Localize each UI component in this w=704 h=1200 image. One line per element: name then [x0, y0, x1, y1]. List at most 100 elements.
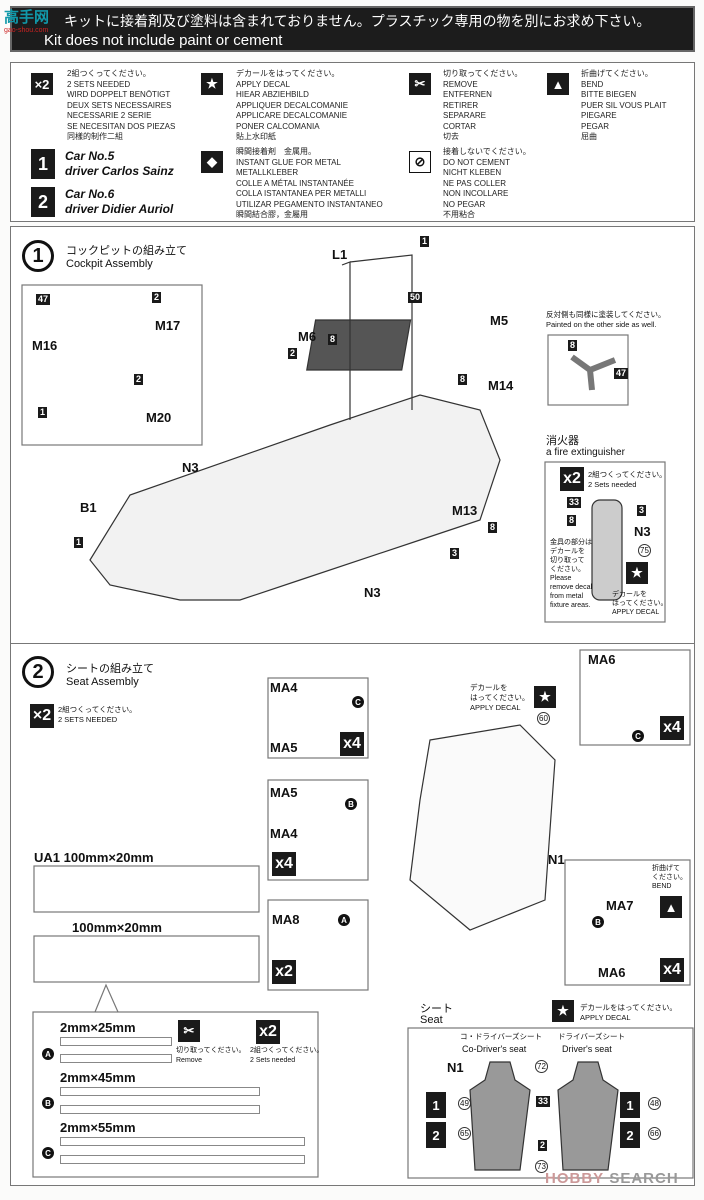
battery-box — [306, 319, 412, 371]
strip-size: 2mm×45mm — [60, 1070, 136, 1085]
part-label: N3 — [364, 585, 381, 600]
remove-note: 切り取ってください。 Remove — [176, 1047, 246, 1064]
step-2-title-jp: シートの組み立て — [66, 663, 154, 675]
part-number: 2 — [152, 292, 162, 303]
seat-decal-box — [407, 1027, 694, 1179]
ua1-label: UA1 100mm×20mm — [34, 850, 154, 865]
diamond-icon: ◆ — [201, 151, 223, 173]
part-label: N1 — [447, 1060, 464, 1075]
watermark-brand: HOBBY — [545, 1170, 605, 1187]
strip-box — [32, 1011, 319, 1178]
legend-nocement: 接着しないでください。 DO NOT CEMENT NICHT KLEBEN N… — [443, 147, 531, 219]
strip-b — [60, 1105, 260, 1114]
part-label: MA8 — [272, 912, 300, 927]
part-number: 2 — [288, 348, 298, 359]
part-number: 3 — [450, 548, 460, 559]
strip-size: 2mm×25mm — [60, 1020, 136, 1035]
belt-box-d — [579, 649, 691, 746]
step-2-x2-text: 2組つくってください。 2 SETS NEEDED — [58, 705, 137, 724]
legend-bend: 折曲げてください。 BEND BITTE BIEGEN PUER SIL VOU… — [581, 69, 667, 141]
step-2-title-en: Seat Assembly — [66, 676, 139, 688]
car-1-icon: 1 — [426, 1092, 446, 1118]
step-2-number: 2 — [22, 656, 54, 688]
car-2-icon: 2 — [620, 1122, 640, 1148]
car-2-icon: 2 — [31, 187, 55, 217]
car-1-icon: 1 — [620, 1092, 640, 1118]
no-cement-icon: ⊘ — [409, 151, 431, 173]
decal-number: 75 — [638, 544, 651, 557]
part-label: N3 — [634, 524, 651, 539]
extinguisher-drawing — [591, 499, 623, 601]
ua1-label-2: 100mm×20mm — [72, 920, 162, 935]
legend-car1: Car No.5 driver Carlos Sainz — [65, 149, 174, 178]
step-1-title-en: Cockpit Assembly — [66, 258, 153, 270]
watermark: HOBBY SEARCH — [545, 1170, 679, 1187]
part-label: MA5 — [270, 785, 298, 800]
logo-text: 高手网 — [4, 9, 50, 26]
watermark-rest: SEARCH — [604, 1170, 679, 1187]
bend-arrow-icon: ▲ — [547, 73, 569, 95]
decal-number: 73 — [535, 1160, 548, 1173]
step-1-number: 1 — [22, 240, 54, 272]
logo-sub: gao-shou.com — [4, 27, 49, 34]
decal-number: 49 — [458, 1097, 471, 1110]
extinguisher-note: 金具の部分は デカールを 切り取って ください。 Please remove d… — [550, 539, 593, 609]
part-number: 47 — [614, 368, 629, 379]
multiplier-badge: x4 — [272, 852, 296, 876]
decal-number: 65 — [458, 1127, 471, 1140]
legend-box: ×2 2組つくってください。 2 SETS NEEDED WIRD DOPPEL… — [10, 62, 695, 222]
instructions-main — [10, 226, 695, 1186]
strip-marker: B — [42, 1097, 54, 1109]
extinguisher-box — [544, 461, 666, 623]
roll-bar — [341, 254, 413, 420]
part-label: N3 — [182, 460, 199, 475]
chassis-drawing — [89, 394, 501, 601]
star-icon: ★ — [534, 686, 556, 708]
part-label: M14 — [488, 378, 514, 393]
decal-number: 66 — [648, 1127, 661, 1140]
co-driver-en: Co-Driver's seat — [462, 1044, 527, 1054]
part-label: M5 — [490, 313, 509, 328]
extinguisher-title-jp: 消火器 — [546, 435, 579, 447]
extinguisher-decal: デカールを はってください。 APPLY DECAL — [612, 591, 668, 616]
decal-number: 72 — [535, 1060, 548, 1073]
legend-glue: 瞬間接着剤 金属用。 INSTANT GLUE FOR METAL METALL… — [236, 147, 383, 219]
part-number: 8 — [328, 334, 338, 345]
extinguisher-x2-text: 2組つくってください。 2 Sets needed — [588, 470, 667, 489]
ua1-decal-2 — [33, 935, 260, 983]
co-driver-jp: コ・ドライバーズシート — [460, 1032, 542, 1041]
strip-size: 2mm×55mm — [60, 1120, 136, 1135]
multiplier-badge: x4 — [340, 732, 364, 756]
strip-b — [60, 1087, 260, 1096]
part-label: B1 — [80, 500, 97, 515]
part-label: N1 — [548, 852, 565, 867]
bend-arrow-icon: ▲ — [660, 896, 682, 918]
belt-box-b — [267, 779, 369, 881]
part-number: 33 — [536, 1096, 551, 1107]
strip-a — [60, 1054, 172, 1063]
star-icon: ★ — [201, 73, 223, 95]
ua1-decal-1 — [33, 865, 260, 913]
part-label: MA4 — [270, 680, 298, 695]
header-banner: キットに接着剤及び塗料は含まれておりません。プラスチック専用の物を別にお求め下さ… — [10, 6, 695, 52]
x2-icon: x2 — [256, 1020, 280, 1044]
part-number: 1 — [420, 236, 430, 247]
part-number: 1 — [74, 537, 84, 548]
part-number: 8 — [567, 515, 577, 526]
multiplier-badge: x4 — [660, 716, 684, 740]
bend-note: 折曲げて ください。 BEND — [652, 865, 687, 890]
car-1-icon: 1 — [31, 149, 55, 179]
part-number: 8 — [568, 340, 578, 351]
part-label: M16 — [32, 338, 58, 353]
driver-en: Driver's seat — [562, 1044, 612, 1054]
step-divider — [10, 643, 695, 644]
strip-marker: C — [632, 730, 644, 742]
strip-c — [60, 1155, 305, 1164]
cut-icon: ✂ — [409, 73, 431, 95]
part-label: MA7 — [606, 898, 634, 913]
strip-marker: A — [338, 914, 350, 926]
part-number: 3 — [637, 505, 647, 516]
sets-note: 2組つくってください。 2 Sets needed — [250, 1047, 324, 1064]
